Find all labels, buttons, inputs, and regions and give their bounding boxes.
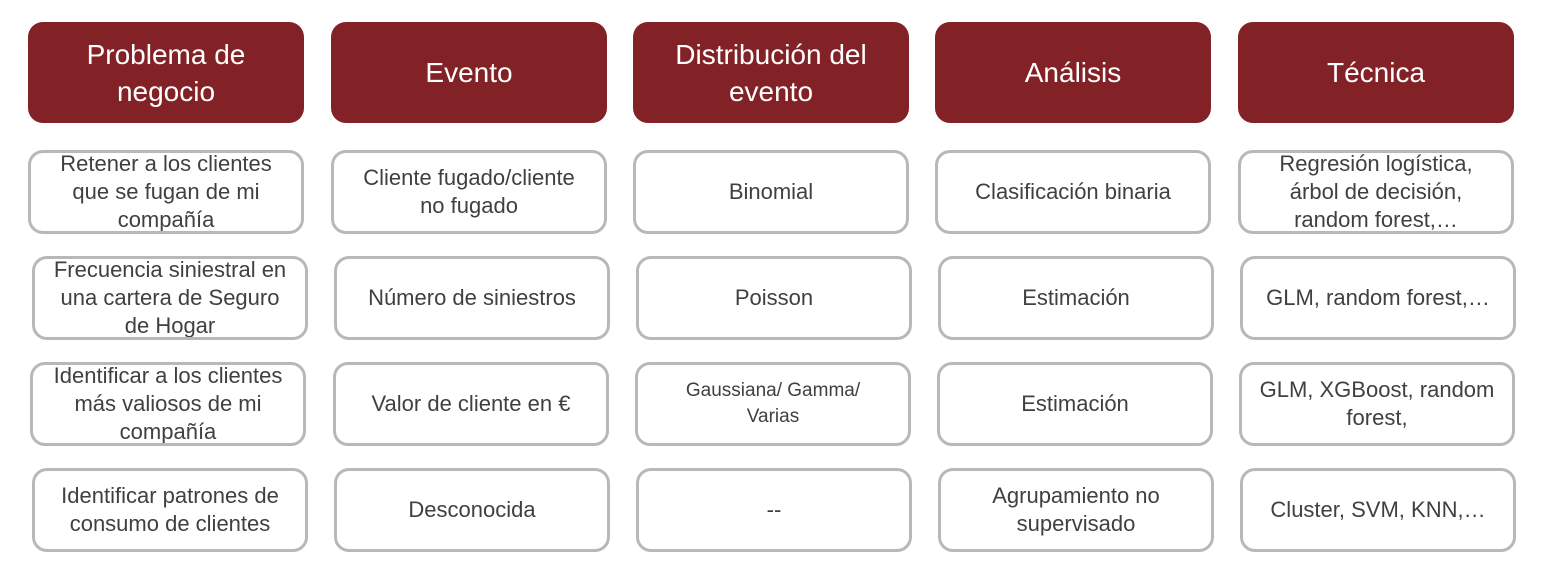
cell-row1-distribucion: Binomial (633, 150, 909, 234)
cell-row2-tecnica: GLM, random forest,… (1240, 256, 1516, 340)
cell-text: Binomial (728, 179, 814, 204)
cell-row1-analisis: Clasificación binaria (935, 150, 1211, 234)
header-analisis: Análisis (935, 22, 1211, 123)
header-label: Evento (425, 57, 513, 88)
cell-text: Estimación (1021, 391, 1129, 416)
cell-text: Desconocida (408, 497, 536, 522)
cell-text: GLM, random forest,… (1266, 285, 1490, 310)
cell-row3-distribucion: Gaussiana/ Gamma/Varias (635, 362, 911, 446)
header-label: Técnica (1326, 57, 1426, 88)
header-tecnica: Técnica (1238, 22, 1514, 123)
cell-text: Número de siniestros (368, 285, 576, 310)
cell-text: Valor de cliente en € (371, 391, 571, 416)
cell-text: Cluster, SVM, KNN,… (1270, 497, 1486, 522)
cell-text: Poisson (734, 285, 814, 310)
cell-row4-evento: Desconocida (334, 468, 610, 552)
cell-text: Estimación (1022, 285, 1130, 310)
cell-row2-evento: Número de siniestros (334, 256, 610, 340)
cell-row3-evento: Valor de cliente en € (333, 362, 609, 446)
cell-text: Clasificación binaria (975, 179, 1171, 204)
cell-row1-tecnica: Regresión logística,árbol de decisión,ra… (1238, 150, 1514, 234)
cell-text: Gaussiana/ Gamma/Varias (685, 380, 861, 427)
cell-text: Regresión logística,árbol de decisión,ra… (1279, 151, 1473, 232)
cell-row3-analisis: Estimación (937, 362, 1213, 446)
cell-row2-analisis: Estimación (938, 256, 1214, 340)
header-label: Análisis (1024, 57, 1122, 88)
cell-row4-tecnica: Cluster, SVM, KNN,… (1240, 468, 1516, 552)
cell-row2-distribucion: Poisson (636, 256, 912, 340)
cell-text: -- (766, 497, 782, 522)
header-evento: Evento (331, 22, 607, 123)
cell-row4-distribucion: -- (636, 468, 912, 552)
